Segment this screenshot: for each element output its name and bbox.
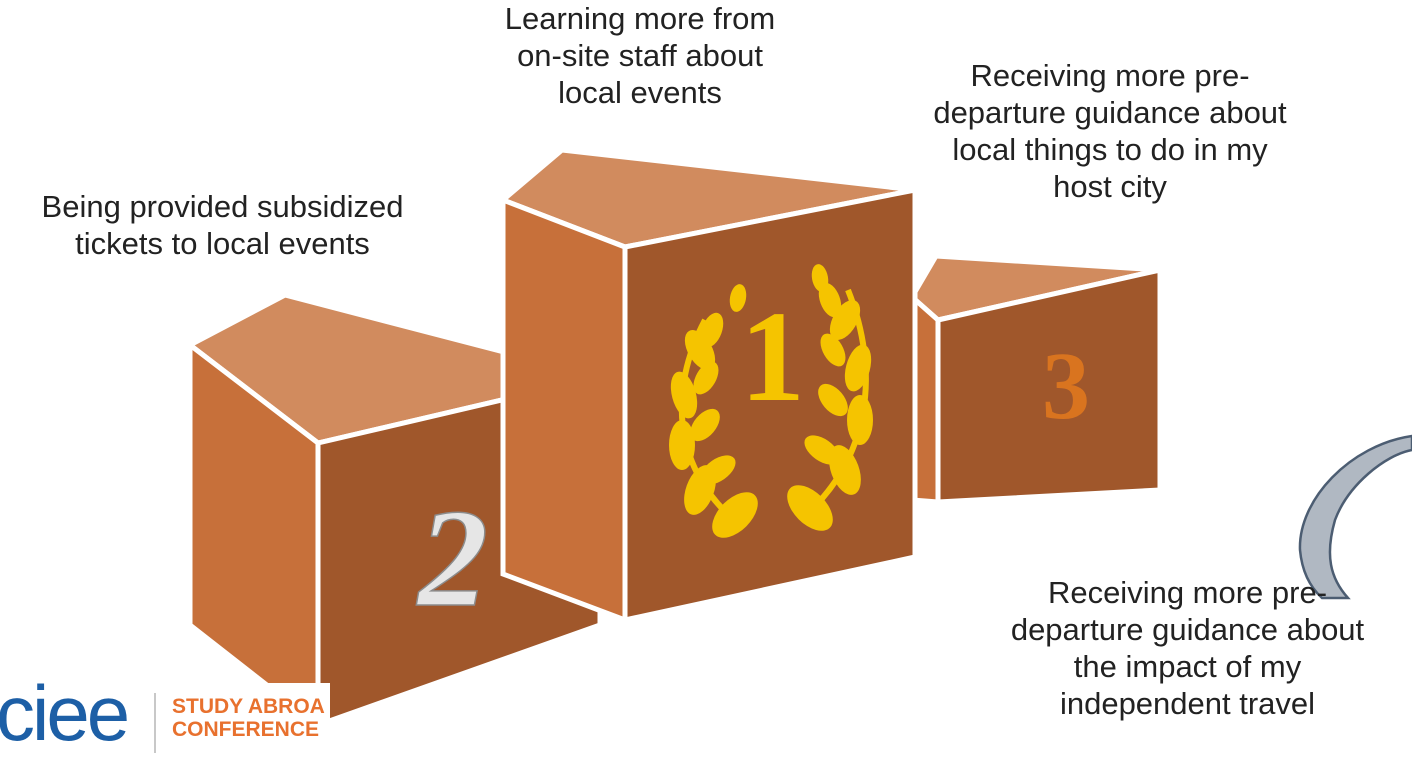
brand-divider	[154, 693, 156, 753]
laurel-wreath-icon	[669, 264, 873, 538]
curved-arrow-icon	[1298, 434, 1412, 600]
label-fourth-place: Receiving more pre- departure guidance a…	[1010, 575, 1365, 721]
rank-2-numeral: 2	[416, 481, 488, 636]
brand-wordmark: ciee	[0, 669, 130, 757]
label-second-place: Being provided subsidized tickets to loc…	[41, 189, 404, 261]
label-third-place: Receiving more pre- departure guidance a…	[933, 58, 1287, 204]
brand-tagline-line2: CONFERENCE	[172, 718, 320, 741]
rank-1-numeral: 1	[740, 285, 805, 429]
rank-3-numeral: 3	[1042, 332, 1090, 439]
brand-tagline-line1: STUDY ABROA	[172, 695, 325, 718]
podium-first-block: 1	[498, 147, 918, 624]
ciee-logo: ciee STUDY ABROA CONFERENCE	[0, 673, 330, 753]
label-first-place: Learning more from on-site staff about l…	[504, 1, 776, 110]
podium-third-front	[935, 266, 1163, 505]
podium-first-side	[500, 196, 628, 624]
podium-third-block: 3	[908, 253, 1163, 505]
